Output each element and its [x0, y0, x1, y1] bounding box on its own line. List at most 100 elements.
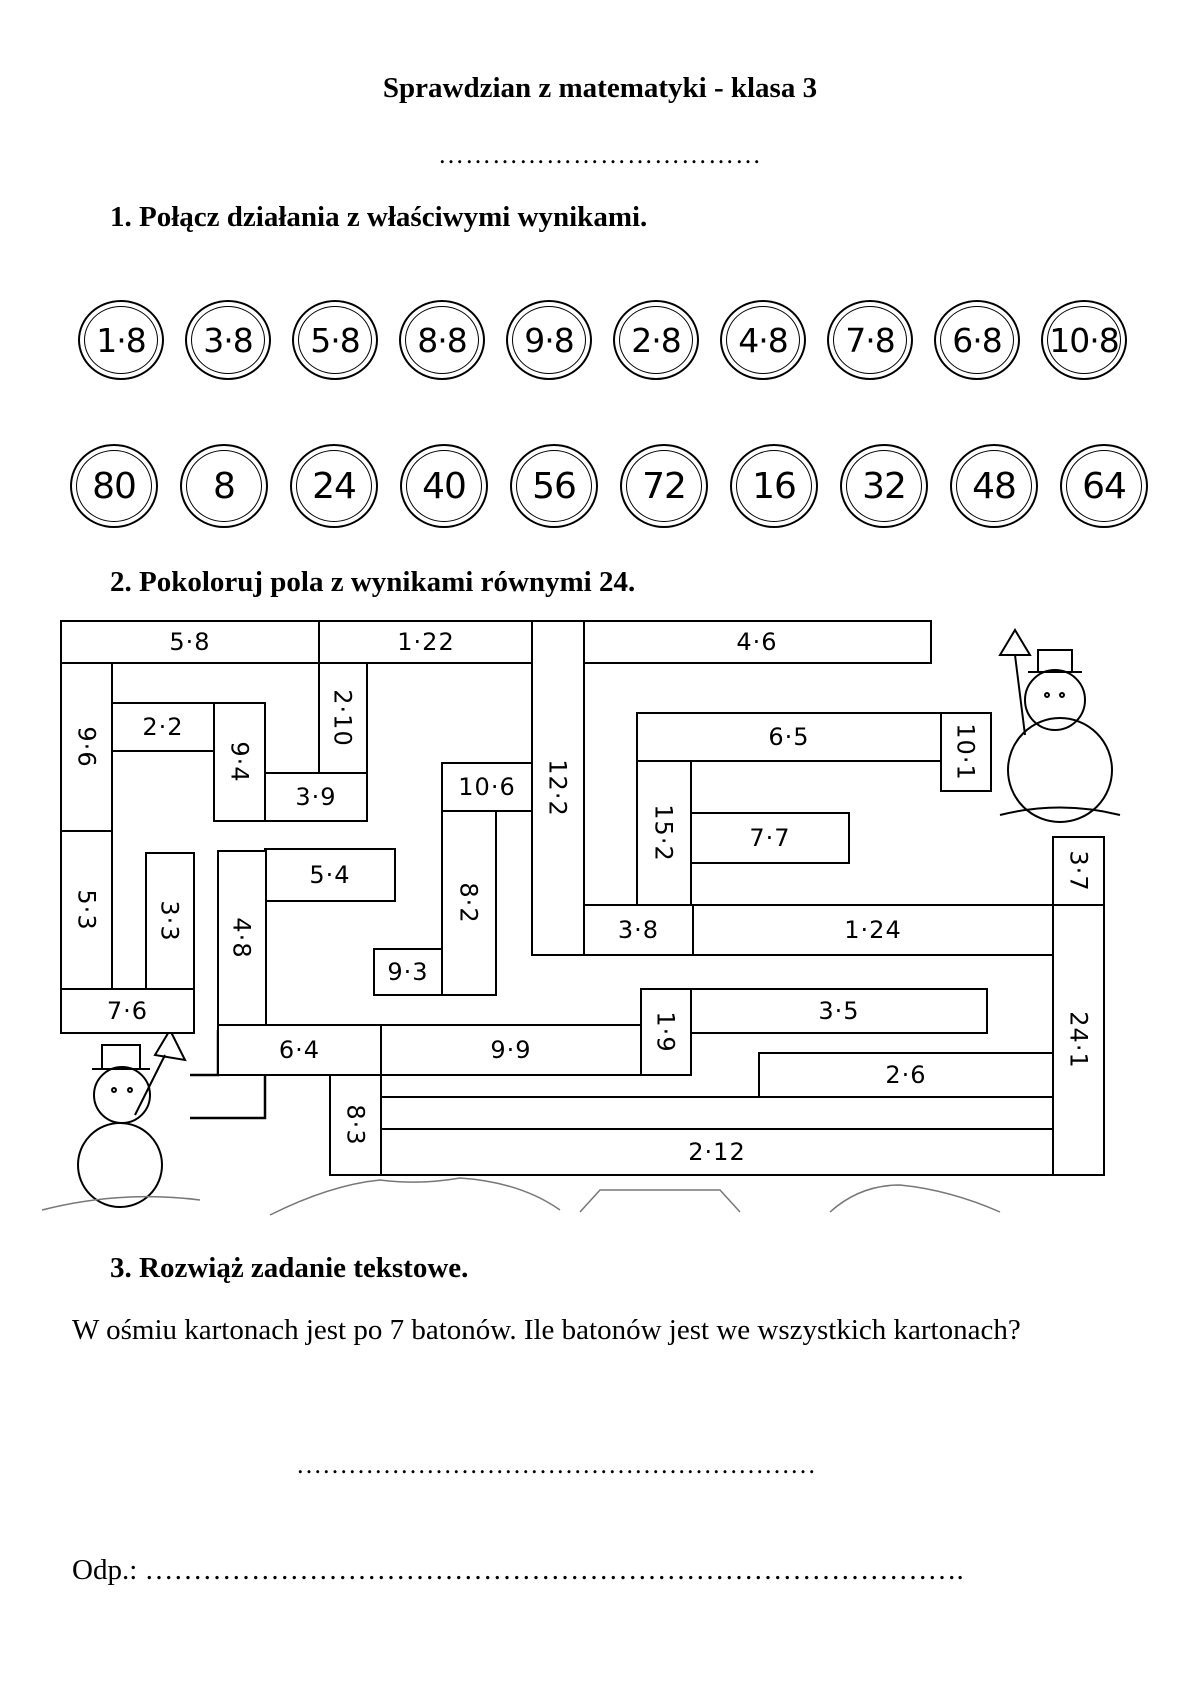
- maze-cell[interactable]: 7·6: [60, 988, 195, 1034]
- task3-heading: 3. Rozwiąż zadanie tekstowe.: [110, 1252, 469, 1284]
- operation-oval[interactable]: 10·8: [1041, 300, 1127, 380]
- operation-label: 3·8: [203, 320, 253, 360]
- maze-cell[interactable]: 9·6: [60, 662, 113, 832]
- maze-cell[interactable]: 1·22: [318, 620, 534, 664]
- maze-cell-label: 5·3: [72, 889, 101, 931]
- maze-cell[interactable]: 2·10: [318, 662, 368, 774]
- result-oval[interactable]: 80: [70, 444, 158, 528]
- maze-cell[interactable]: 3·5: [690, 988, 988, 1034]
- result-label: 64: [1082, 465, 1127, 507]
- maze-cell[interactable]: 8·3: [329, 1074, 382, 1176]
- maze-cell[interactable]: 9·9: [380, 1024, 642, 1076]
- maze-cell[interactable]: 4·6: [582, 620, 932, 664]
- operation-oval[interactable]: 2·8: [613, 300, 699, 380]
- maze-cell[interactable]: 3·3: [145, 852, 195, 990]
- maze-cell-label: 2·10: [329, 689, 357, 747]
- maze-cell-label: 2·2: [142, 713, 184, 741]
- maze-cell-label: 1·24: [844, 916, 902, 944]
- maze-cell-label: 10·6: [458, 773, 516, 801]
- operation-oval[interactable]: 7·8: [827, 300, 913, 380]
- maze-cell[interactable]: 2·6: [758, 1052, 1054, 1098]
- result-label: 16: [752, 465, 797, 507]
- maze-cell[interactable]: 8·2: [441, 810, 497, 996]
- maze-cell[interactable]: 3·9: [264, 772, 368, 822]
- operation-label: 8·8: [417, 320, 467, 360]
- maze-cell[interactable]: 2·12: [380, 1128, 1054, 1176]
- result-label: 8: [213, 465, 236, 507]
- maze-cell[interactable]: 3·7: [1052, 836, 1105, 906]
- maze-cell[interactable]: 1·24: [692, 904, 1054, 956]
- result-oval[interactable]: 32: [840, 444, 928, 528]
- result-oval[interactable]: 24: [290, 444, 378, 528]
- maze-cell[interactable]: 6·5: [636, 712, 942, 762]
- maze-cell-label: 15·2: [650, 804, 678, 862]
- maze-cell-label: 8·2: [454, 882, 483, 924]
- maze-cell-label: 2·12: [688, 1138, 746, 1166]
- results-row: 80 8 24 40 56 72 16 32 48 64: [0, 444, 1200, 544]
- maze-cell-label: 7·6: [106, 997, 149, 1025]
- word-problem-text: W ośmiu kartonach jest po 7 batonów. Ile…: [72, 1314, 1021, 1346]
- maze-cell[interactable]: 2·2: [111, 702, 215, 752]
- maze-cell[interactable]: 9·3: [373, 948, 443, 996]
- operation-oval[interactable]: 3·8: [185, 300, 271, 380]
- maze-cell[interactable]: 10·6: [441, 762, 533, 812]
- answer-line[interactable]: Odp.: ………………………………………………………………………….: [72, 1554, 964, 1587]
- result-oval[interactable]: 16: [730, 444, 818, 528]
- result-oval[interactable]: 48: [950, 444, 1038, 528]
- operation-oval[interactable]: 5·8: [292, 300, 378, 380]
- operation-label: 1·8: [96, 320, 146, 360]
- result-oval[interactable]: 40: [400, 444, 488, 528]
- maze-cell[interactable]: 5·4: [264, 848, 396, 902]
- maze-cell-label: 3·7: [1064, 850, 1093, 892]
- operation-oval[interactable]: 8·8: [399, 300, 485, 380]
- maze-cell[interactable]: 10·1: [940, 712, 992, 792]
- maze-cell-label: 1·9: [651, 1011, 680, 1053]
- maze-path-segment[interactable]: [380, 1096, 1054, 1130]
- maze-cell-label: 8·3: [341, 1104, 370, 1146]
- ground-decoration: [41, 1177, 1001, 1216]
- maze-cell-label: 3·9: [295, 783, 337, 811]
- maze-cell[interactable]: 15·2: [636, 760, 692, 906]
- operation-label: 2·8: [631, 320, 681, 360]
- maze-cell[interactable]: 9·4: [213, 702, 266, 822]
- task1-heading: 1. Połącz działania z właściwymi wynikam…: [110, 201, 648, 233]
- operation-oval[interactable]: 6·8: [934, 300, 1020, 380]
- calculation-line[interactable]: ……………………………………………………: [296, 1450, 816, 1479]
- maze-cell[interactable]: 6·4: [217, 1024, 382, 1076]
- answer-label: Odp.:: [72, 1554, 138, 1586]
- snowman-left-icon: [77, 1027, 187, 1208]
- page-title: Sprawdzian z matematyki - klasa 3: [382, 72, 818, 104]
- operation-oval[interactable]: 4·8: [720, 300, 806, 380]
- operation-oval[interactable]: 9·8: [506, 300, 592, 380]
- maze-cell-label: 1·22: [397, 628, 455, 656]
- maze-cell-label: 3·5: [818, 997, 860, 1025]
- answer-dots: ………………………………………………………………………….: [144, 1554, 964, 1586]
- operation-oval[interactable]: 1·8: [78, 300, 164, 380]
- maze-cell[interactable]: 7·7: [690, 812, 850, 864]
- maze-cell[interactable]: 24·1: [1052, 904, 1105, 1176]
- result-oval[interactable]: 72: [620, 444, 708, 528]
- maze-cell-label: 3·8: [617, 916, 660, 944]
- maze-cell[interactable]: 5·3: [60, 830, 113, 990]
- maze-cell-label: 6·5: [768, 723, 810, 751]
- maze-cell[interactable]: 12·2: [531, 620, 585, 956]
- operation-label: 9·8: [524, 320, 574, 360]
- result-oval[interactable]: 8: [180, 444, 268, 528]
- operation-label: 7·8: [845, 320, 895, 360]
- maze-cell[interactable]: 5·8: [60, 620, 320, 664]
- operation-label: 4·8: [738, 320, 788, 360]
- maze-cell-label: 9·6: [72, 726, 101, 768]
- maze-cell-label: 24·1: [1064, 1011, 1093, 1069]
- maze-cell[interactable]: 3·8: [583, 904, 694, 956]
- result-label: 32: [862, 465, 907, 507]
- maze-cell[interactable]: 1·9: [640, 988, 692, 1076]
- maze-cell[interactable]: 4·8: [217, 850, 267, 1026]
- maze-cell-label: 4·8: [227, 917, 256, 959]
- operations-row: 1·8 3·8 5·8 8·8 9·8 2·8 4·8 7·8 6·8 10·8: [0, 300, 1200, 400]
- operation-label: 5·8: [310, 320, 360, 360]
- name-line[interactable]: ………………………………: [438, 140, 762, 169]
- result-oval[interactable]: 56: [510, 444, 598, 528]
- result-oval[interactable]: 64: [1060, 444, 1148, 528]
- maze-cell-label: 4·6: [736, 628, 778, 656]
